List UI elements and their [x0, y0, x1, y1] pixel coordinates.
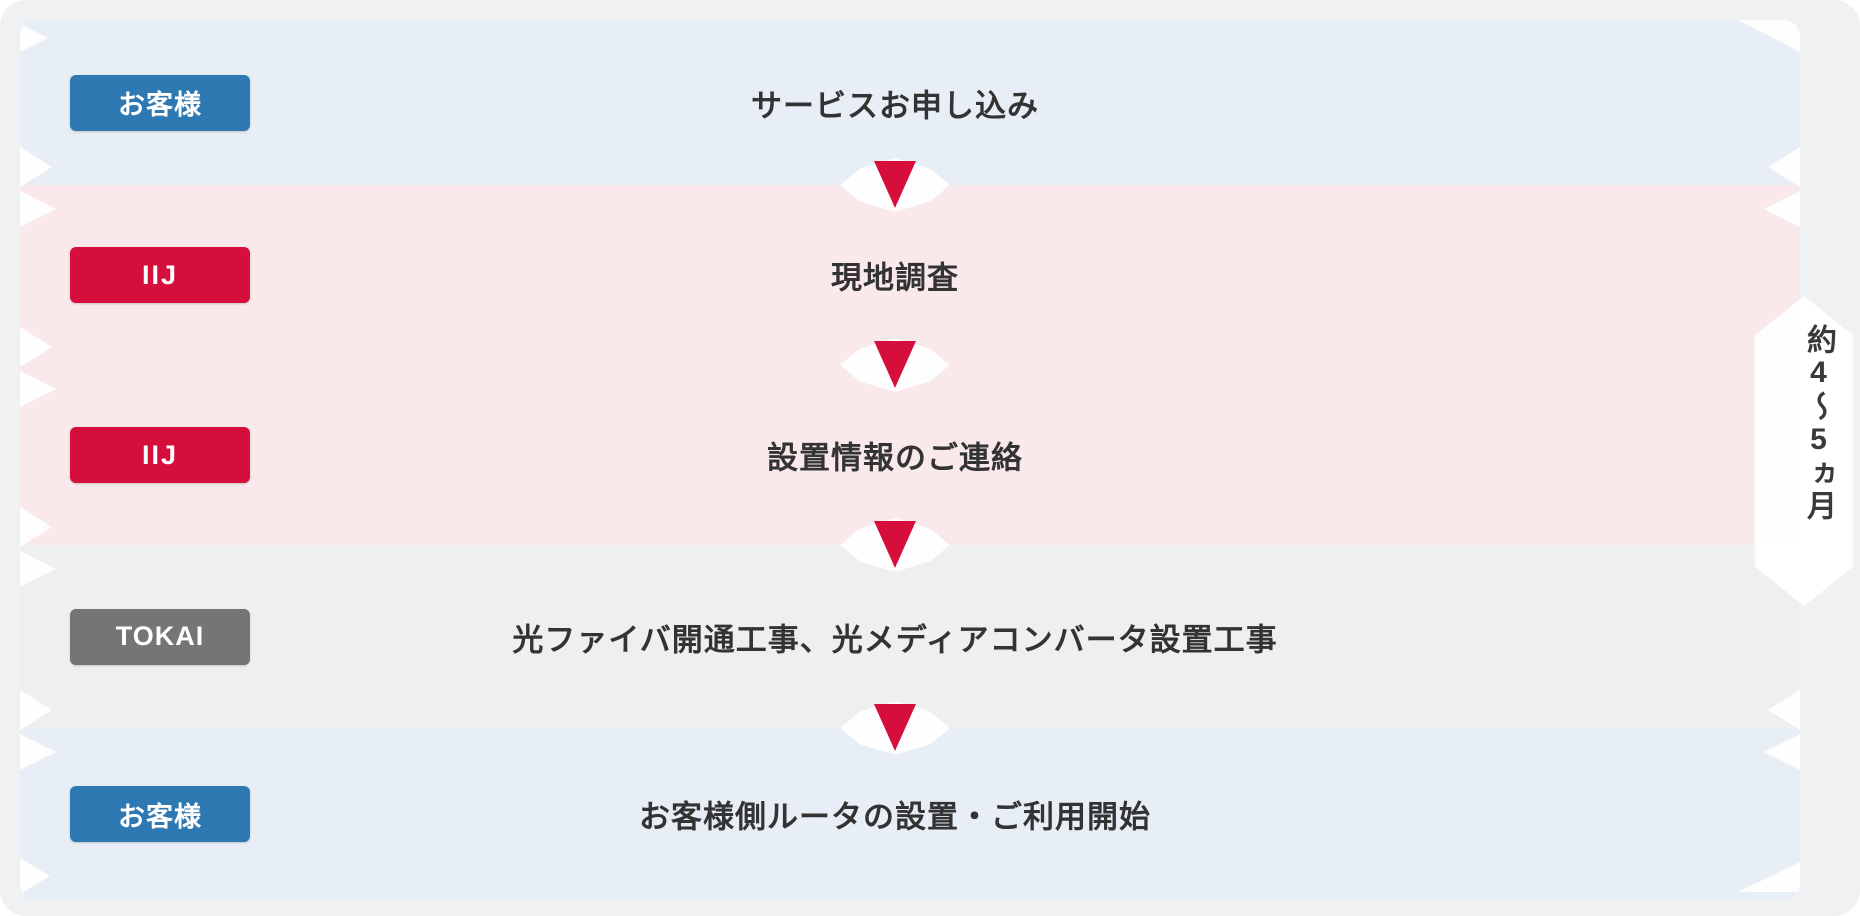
actor-badge-customer: お客様	[70, 74, 250, 131]
actor-badge-iij: IIJ	[70, 427, 250, 483]
flow-step-installation-info: IIJ 設置情報のご連絡	[20, 365, 1800, 572]
step-label: サービスお申し込み	[751, 88, 1039, 123]
flow-diagram: お客様 サービスお申し込み IIJ 現地調査 IIJ 設置情報のご連絡	[20, 20, 1800, 900]
actor-badge-tokai: TOKAI	[70, 608, 250, 665]
actor-badge-customer: お客様	[70, 786, 250, 842]
step-label: お客様側ルータの設置・ご利用開始	[639, 799, 1151, 835]
step-label: 設置情報のご連絡	[767, 440, 1023, 476]
step-label: 現地調査	[831, 260, 959, 296]
flow-step-service-application: お客様 サービスお申し込み	[20, 20, 1800, 212]
actor-badge-iij: IIJ	[70, 247, 250, 303]
step-label: 光ファイバ開通工事、光メディアコンバータ設置工事	[512, 622, 1278, 657]
duration-label: 約4〜5ヵ月	[1802, 324, 1835, 522]
flow-step-fiber-construction: TOKAI 光ファイバ開通工事、光メディアコンバータ設置工事	[20, 545, 1800, 755]
flow-step-router-setup: お客様 お客様側ルータの設置・ご利用開始	[20, 728, 1800, 900]
flow-step-site-survey: IIJ 現地調査	[20, 185, 1800, 392]
